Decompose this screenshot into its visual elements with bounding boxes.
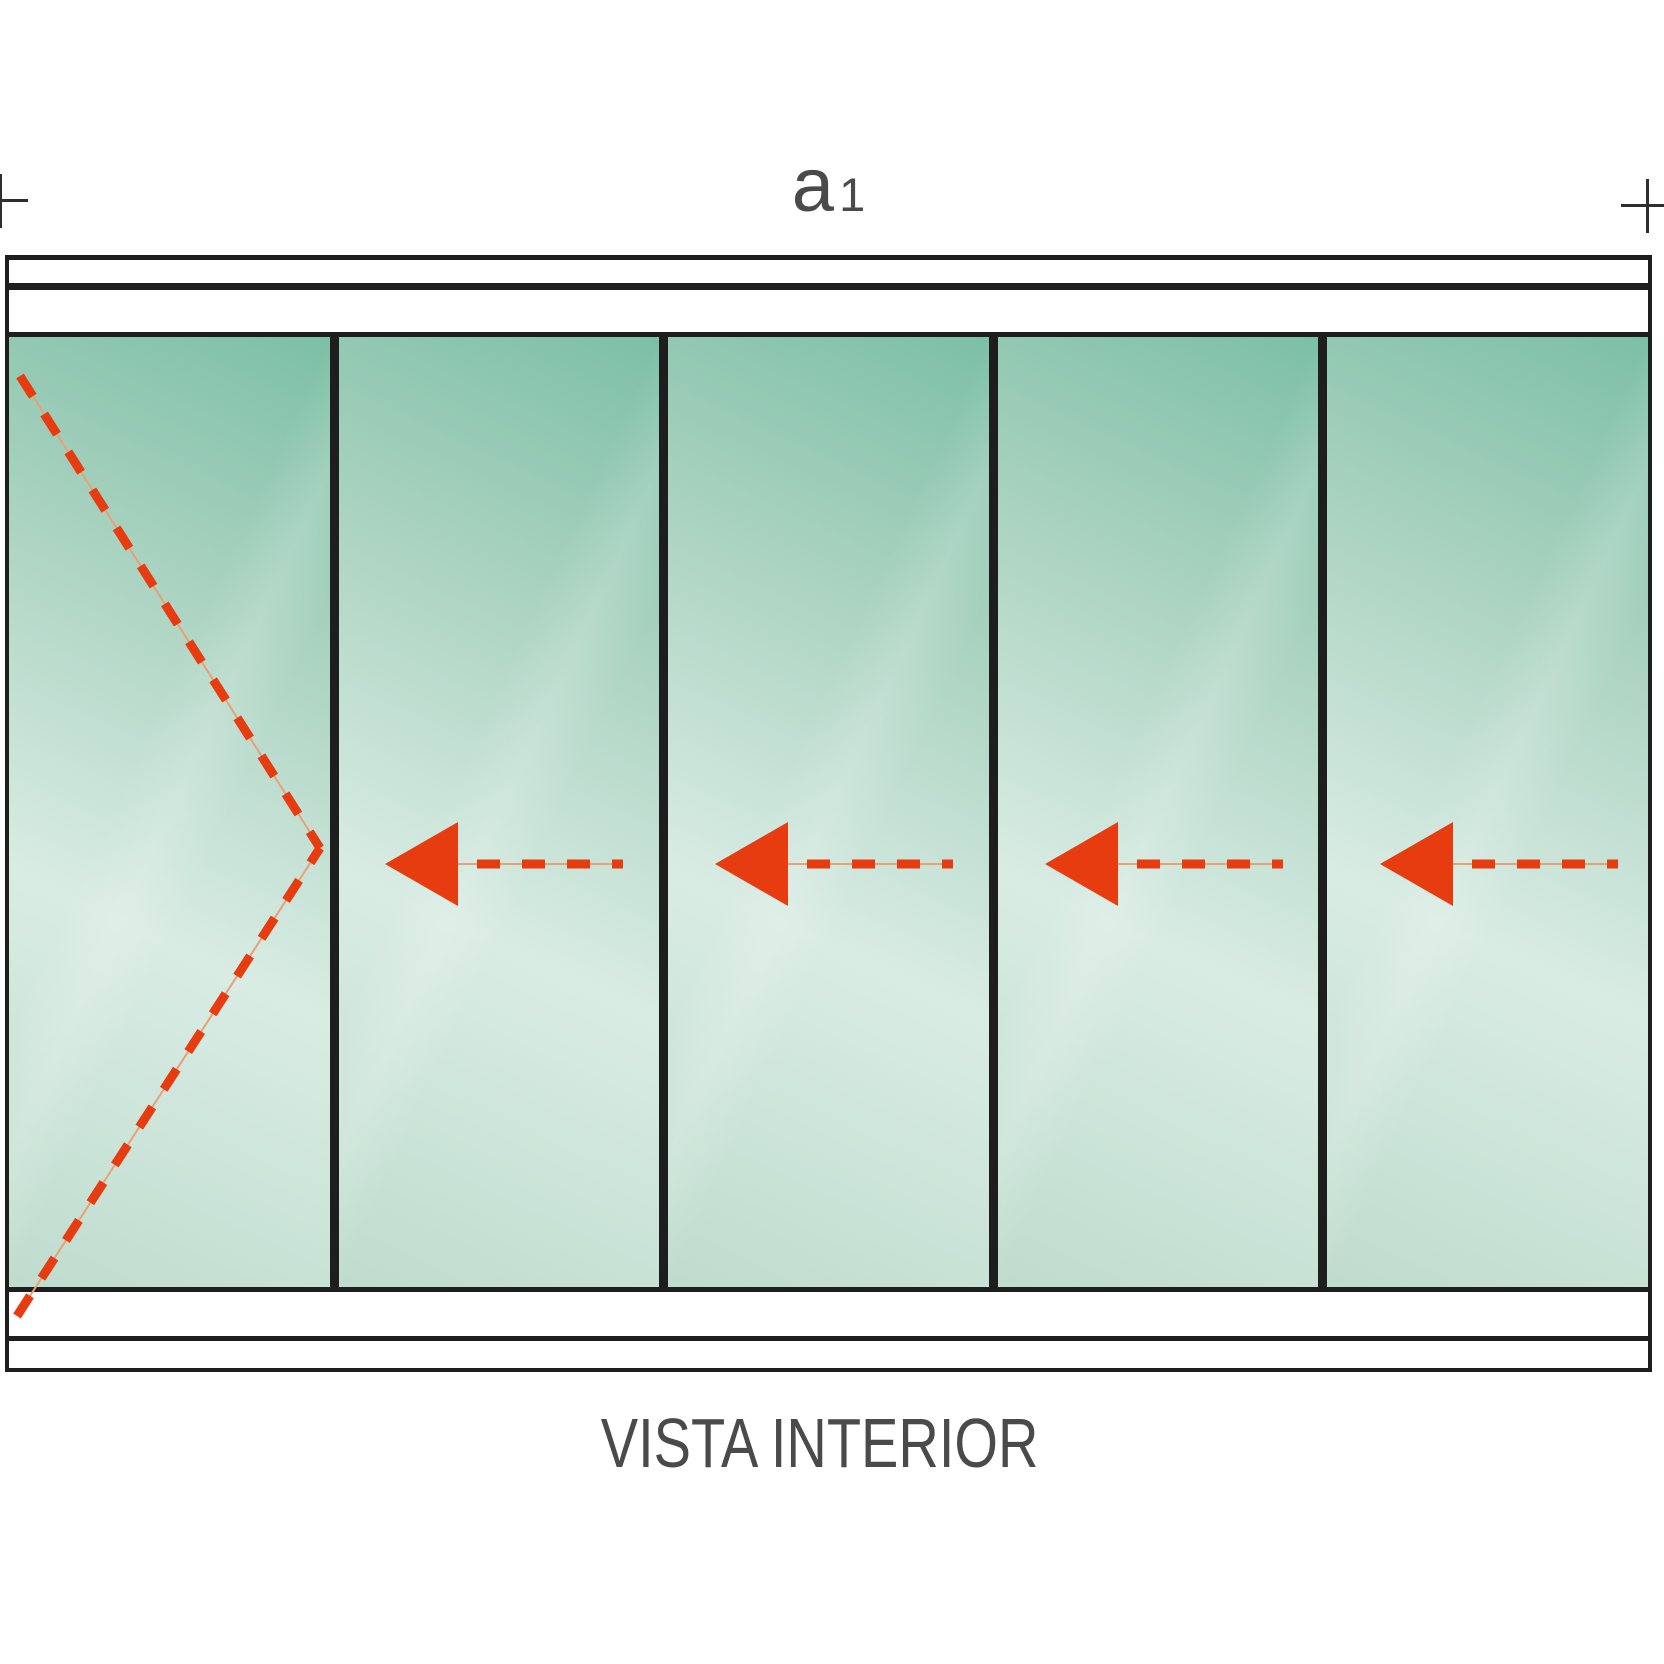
marker-horizontal-bar [0, 199, 28, 202]
panel-row [9, 332, 1648, 1292]
bottom-rail-track [9, 1336, 1648, 1341]
top-rail-outer [9, 255, 1648, 260]
glass-panel-4 [997, 337, 1319, 1287]
glass-panel-2 [338, 337, 660, 1287]
dimension-label-main: a [791, 143, 835, 228]
marker-vertical-bar [1646, 179, 1649, 233]
view-caption: VISTA INTERIOR [5, 1408, 1635, 1478]
marker-horizontal-bar [1621, 204, 1664, 207]
dimension-label-sub: 1 [839, 168, 866, 221]
marker-vertical-bar [0, 174, 2, 228]
dimension-marker-right-icon [1621, 179, 1664, 233]
glass-panel-5 [1327, 337, 1648, 1287]
door-frame [5, 255, 1652, 1372]
view-caption-text: VISTA INTERIOR [601, 1404, 1039, 1482]
glass-panel-1 [9, 337, 330, 1287]
top-rail-track [9, 283, 1648, 290]
bottom-rail-outer [9, 1368, 1648, 1372]
glass-panel-3 [668, 337, 989, 1287]
dimension-label: a 1 [5, 148, 1652, 224]
dimension-marker-left-icon [0, 174, 28, 228]
